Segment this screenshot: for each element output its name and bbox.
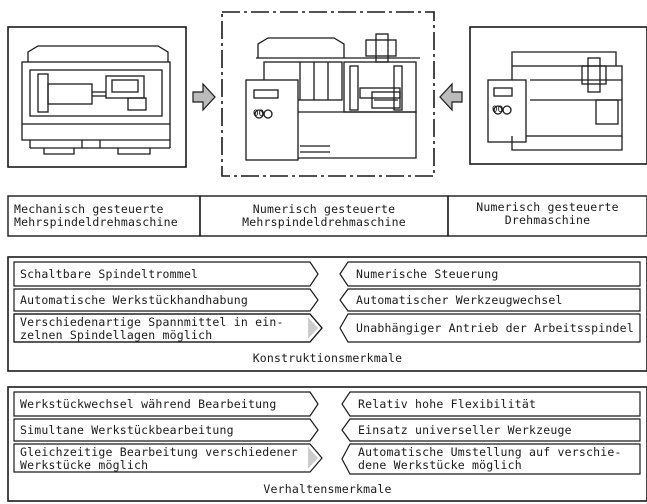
behavior-feature-boxes (13, 391, 641, 475)
construction-caption: Konstruktionsmerkmale (252, 351, 403, 365)
behavior-feature-right-1: Relativ hohe Flexibilität (358, 397, 537, 411)
nc-lathe-illustration (469, 26, 647, 165)
behavior-feature-left-1: Werkstückwechsel während Bearbeitung (20, 397, 277, 411)
control-panel-symbol: OO (253, 109, 265, 119)
control-panel-symbol-2: OO (492, 105, 504, 115)
construction-feature-right-2: Automatischer Werkzeugwechsel (356, 293, 563, 307)
machine-label-mechanical: Mechanisch gesteuerte Mehrspindeldrehmas… (14, 202, 178, 229)
construction-panel-frame (7, 256, 647, 372)
behavior-caption: Verhaltensmerkmale (263, 482, 392, 496)
construction-feature-right-1: Numerische Steuerung (356, 267, 499, 281)
behavior-feature-left-3: Gleichzeitige Bearbeitung verschiedener … (20, 445, 298, 472)
machine-label-nc-multi: Numerisch gesteuerte Mehrspindeldrehmasc… (242, 202, 406, 229)
machine-label-frame (7, 195, 647, 237)
behavior-feature-right-2: Einsatz universeller Werkzeuge (358, 423, 572, 437)
arrow-right-icon (192, 82, 216, 112)
construction-feature-boxes (13, 261, 641, 343)
construction-feature-right-3: Unabhängiger Antrieb der Arbeitsspindel (356, 321, 634, 335)
arrow-left-icon (439, 82, 463, 112)
machine-label-nc-single: Numerisch gesteuerte Drehmaschine (476, 200, 619, 227)
construction-feature-left-2: Automatische Werkstückhandhabung (20, 293, 248, 307)
behavior-feature-left-2: Simultane Werkstückbearbeitung (20, 423, 234, 437)
construction-feature-left-3: Verschiedenartige Spannmittel in ein- ze… (20, 315, 284, 342)
construction-feature-left-1: Schaltbare Spindeltrommel (20, 267, 199, 281)
mechanical-lathe-illustration (7, 26, 187, 168)
behavior-panel-frame (7, 386, 647, 502)
nc-multispindle-lathe-illustration (221, 11, 435, 177)
behavior-feature-right-3: Automatische Umstellung auf verschie- de… (358, 445, 622, 472)
